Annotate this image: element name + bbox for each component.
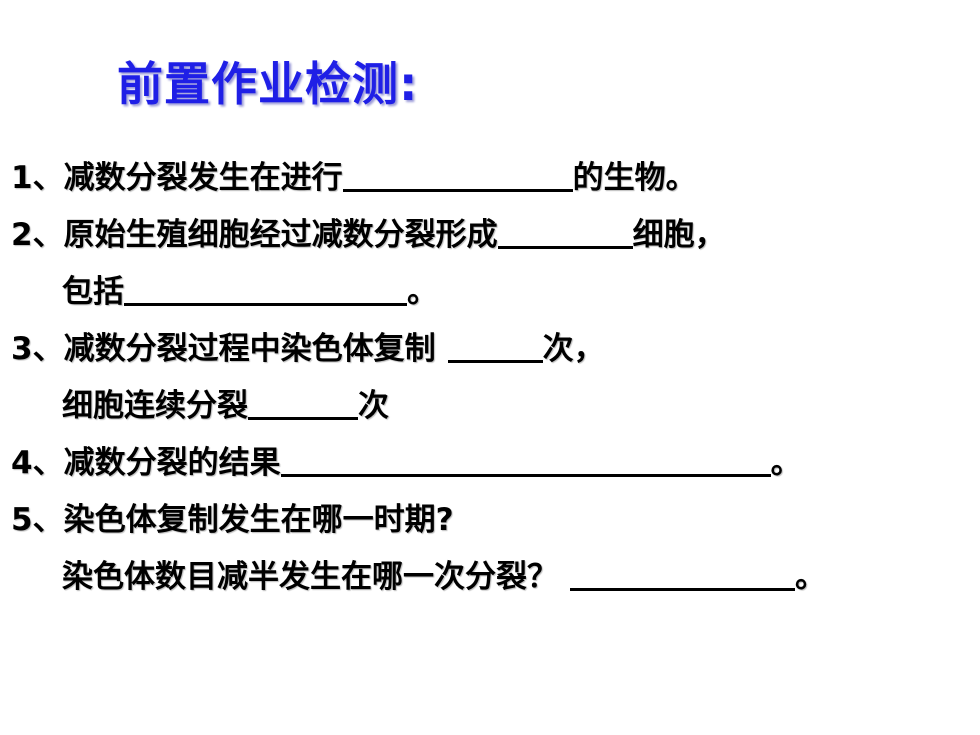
question-2-continuation: 包括 。 bbox=[62, 272, 438, 312]
question-text-after: 。 bbox=[407, 274, 438, 310]
question-number: 4 bbox=[11, 445, 33, 481]
question-1: 1、减数分裂发生在进行 的生物。 bbox=[11, 158, 697, 198]
question-text-after: 细胞， bbox=[632, 217, 726, 253]
question-text: 、染色体复制发生在哪一时期? bbox=[32, 502, 454, 538]
question-5: 5、染色体复制发生在哪一时期? bbox=[11, 500, 454, 540]
answer-blank[interactable] bbox=[280, 444, 771, 477]
question-number: 5 bbox=[11, 502, 33, 538]
question-text: 、原始生殖细胞经过减数分裂形成 bbox=[32, 217, 498, 253]
question-3: 3、减数分裂过程中染色体复制 次， bbox=[11, 329, 605, 369]
question-text: 、减数分裂的结果 bbox=[32, 445, 281, 481]
question-text-after: 。 bbox=[770, 445, 802, 481]
question-text: 染色体数目减半发生在哪一次分裂？ bbox=[62, 559, 558, 595]
question-text: 包括 bbox=[62, 274, 124, 310]
question-text-after: 。 bbox=[795, 559, 826, 595]
question-text: 细胞连续分裂 bbox=[62, 388, 248, 424]
answer-blank[interactable] bbox=[570, 558, 795, 591]
question-text-after: 次 bbox=[358, 388, 389, 424]
answer-blank[interactable] bbox=[124, 273, 407, 306]
answer-blank[interactable] bbox=[342, 159, 573, 192]
question-number: 1 bbox=[11, 160, 33, 196]
question-number: 2 bbox=[11, 217, 33, 253]
question-text-after: 次， bbox=[542, 331, 605, 367]
question-4: 4、减数分裂的结果 。 bbox=[11, 443, 802, 483]
question-text-after: 的生物。 bbox=[572, 160, 697, 196]
answer-blank[interactable] bbox=[447, 330, 543, 363]
question-5-continuation: 染色体数目减半发生在哪一次分裂？ 。 bbox=[62, 557, 826, 597]
question-3-continuation: 细胞连续分裂 次 bbox=[62, 386, 389, 426]
answer-blank[interactable] bbox=[248, 387, 358, 420]
question-number: 3 bbox=[11, 331, 33, 367]
question-text: 、减数分裂发生在进行 bbox=[32, 160, 343, 196]
page-title: 前置作业检测: bbox=[117, 57, 419, 111]
answer-blank[interactable] bbox=[497, 216, 633, 249]
question-text: 、减数分裂过程中染色体复制 bbox=[32, 331, 436, 367]
question-2: 2、原始生殖细胞经过减数分裂形成 细胞， bbox=[11, 215, 726, 255]
